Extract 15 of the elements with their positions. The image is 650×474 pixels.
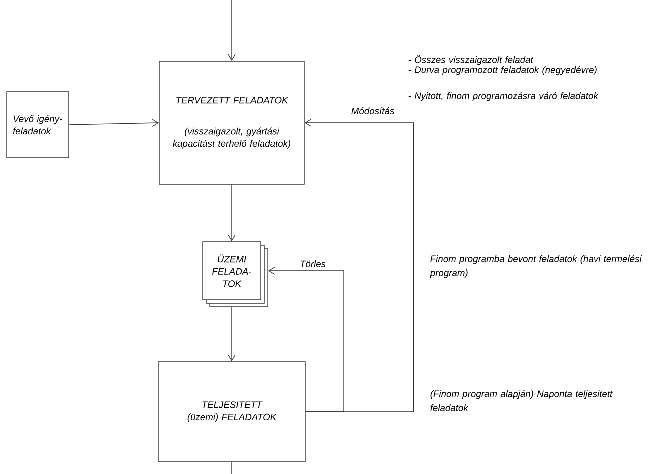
arrow xyxy=(304,119,414,412)
source-box: Vevő igény-feladatok xyxy=(6,92,70,158)
arrow xyxy=(228,184,236,242)
arrow xyxy=(228,307,236,362)
note: - Összes visszaigazolt feladat xyxy=(408,55,534,66)
document-stack: ÜZEMI FELADA-TOK xyxy=(202,242,268,308)
arrow xyxy=(228,0,236,62)
note: Finom programba bevont feladatok (havi termelési program) xyxy=(430,255,642,278)
process-box: TERVEZETT FELADATOK (visszaigazolt, gyártási kapacitást terhelő feladatok) xyxy=(159,61,305,185)
process-box: TELJESITETT (üzemi) FELADATOK xyxy=(158,362,306,462)
note: (Finom program alapján) Naponta teljesitett feladatok xyxy=(430,390,613,412)
note: - Durva programozott feladatok (negyedévre) xyxy=(408,66,597,76)
note: - Nyitott, finom programozásra váró feladatok xyxy=(408,92,599,102)
arrow xyxy=(69,119,160,128)
arrow xyxy=(268,267,344,412)
